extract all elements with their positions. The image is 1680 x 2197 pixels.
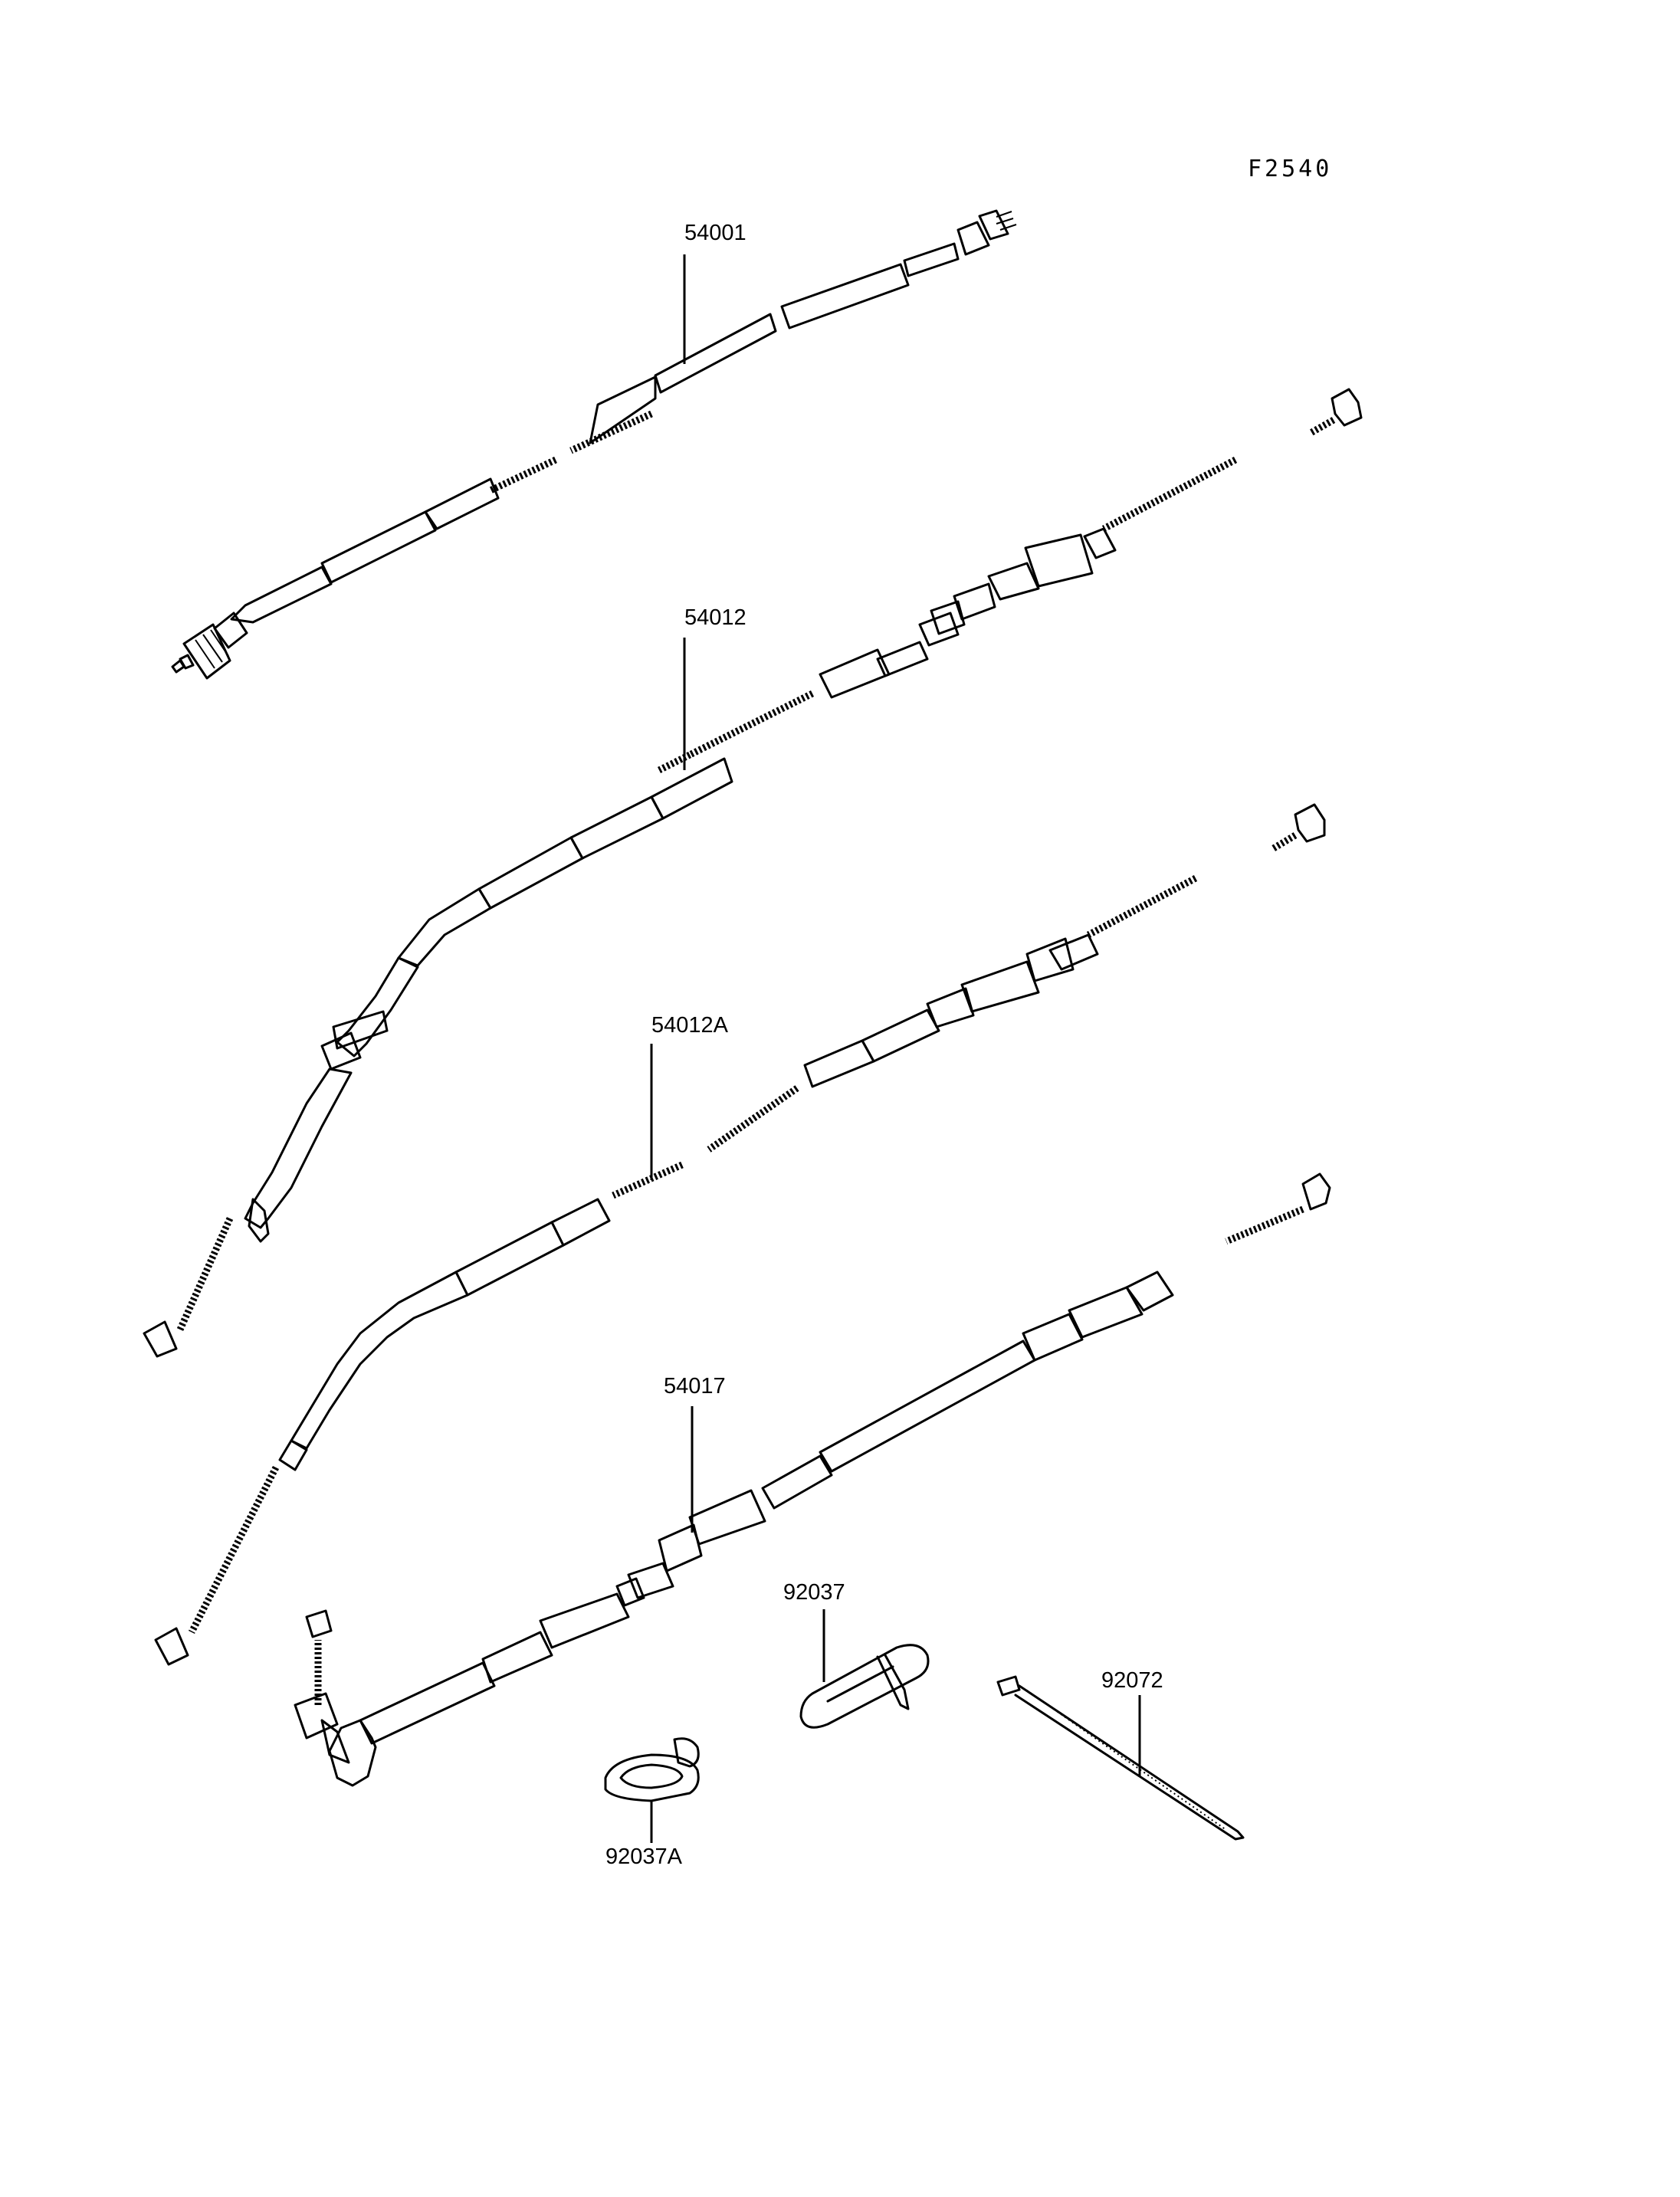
part-number-54001: 54001 <box>684 221 746 245</box>
throttle-cable-drawing <box>143 388 1363 1358</box>
part-number-92037A: 92037A <box>605 1844 683 1869</box>
clamp-a-drawing <box>604 1737 700 1802</box>
throttle-cable-a-drawing <box>154 803 1326 1666</box>
part-number-92037: 92037 <box>783 1580 845 1605</box>
part-number-92072: 92072 <box>1101 1668 1163 1693</box>
band-drawing <box>996 1675 1245 1841</box>
clamp-drawing <box>799 1644 930 1729</box>
clutch-cable-drawing <box>294 1172 1331 1787</box>
part-number-54012: 54012 <box>684 605 746 630</box>
part-number-54017: 54017 <box>664 1374 726 1399</box>
speedometer-cable-drawing <box>171 209 1017 680</box>
figure-code: F2540 <box>1248 156 1332 182</box>
part-number-54012A: 54012A <box>651 1013 729 1038</box>
